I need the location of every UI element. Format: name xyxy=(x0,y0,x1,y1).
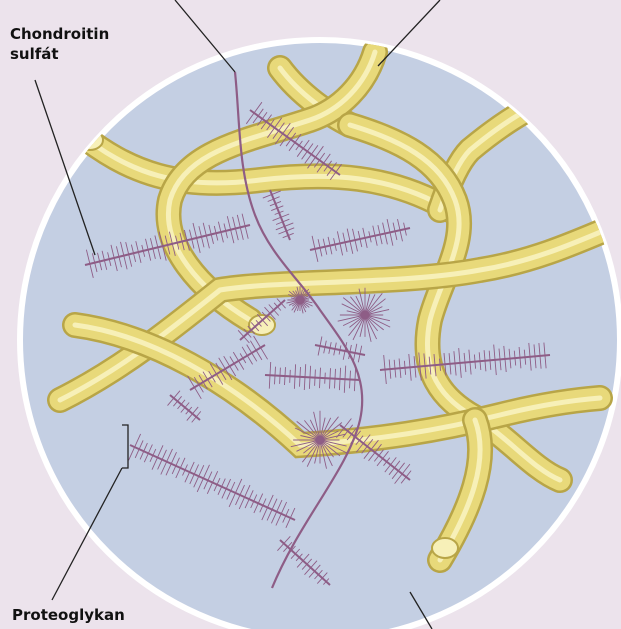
chondroitin-label-line1: Chondroitin xyxy=(10,24,109,44)
chondroitin-label-line2: sulfát xyxy=(10,44,109,64)
proteoglycan-label: Proteoglykan xyxy=(12,605,125,625)
chondroitin-sulfate-label: Chondroitin sulfát xyxy=(10,24,109,64)
fiber-end-cap xyxy=(432,538,458,558)
